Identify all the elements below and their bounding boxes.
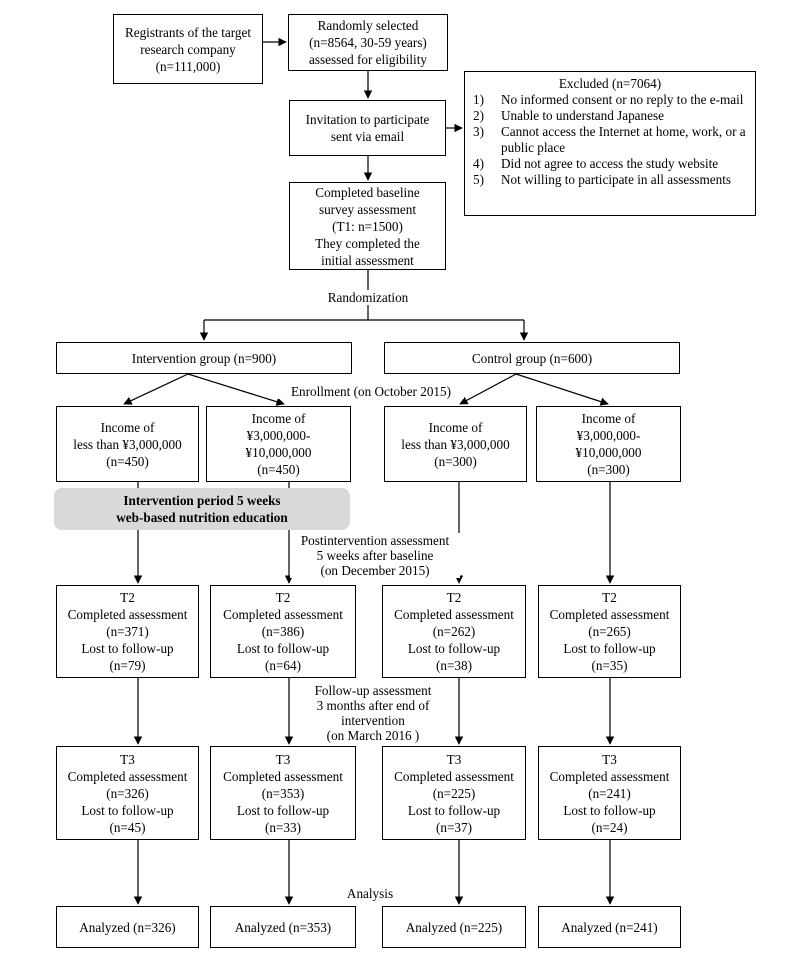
income-box-4: Income of ¥3,000,000- ¥10,000,000 (n=300… [536, 406, 681, 482]
intervention-period-box: Intervention period 5 weeks web-based nu… [54, 488, 350, 530]
t2-box-1: T2 Completed assessment (n=371) Lost to … [56, 585, 199, 678]
excluded-reason: 3)Cannot access the Internet at home, wo… [473, 124, 746, 155]
excluded-reason: 4)Did not agree to access the study webs… [473, 156, 719, 171]
analyzed-box-1: Analyzed (n=326) [56, 906, 199, 948]
income-box-2: Income of ¥3,000,000- ¥10,000,000 (n=450… [206, 406, 351, 482]
t3-box-4: T3 Completed assessment (n=241) Lost to … [538, 746, 681, 840]
randomization-label: Randomization [308, 290, 428, 305]
excluded-reason: 1)No informed consent or no reply to the… [473, 92, 744, 107]
t3-box-2: T3 Completed assessment (n=353) Lost to … [210, 746, 356, 840]
random-selection-box: Randomly selected (n=8564, 30-59 years) … [288, 14, 448, 71]
excluded-reason: 2)Unable to understand Japanese [473, 108, 664, 123]
excluded-title: Excluded (n=7064) [558, 76, 662, 91]
excluded-reasons-list: 1)No informed consent or no reply to the… [473, 92, 747, 188]
arrow-intervention-income2 [187, 373, 285, 406]
income-box-1: Income of less than ¥3,000,000 (n=450) [56, 406, 199, 482]
arrow-control-income3 [459, 373, 517, 405]
t2-box-3: T2 Completed assessment (n=262) Lost to … [382, 585, 526, 678]
registrants-box: Registrants of the target research compa… [113, 14, 263, 84]
followup-assessment-label: Follow-up assessment 3 months after end … [300, 683, 446, 743]
post-assessment-label: Postintervention assessment 5 weeks afte… [290, 533, 460, 578]
intervention-group-box: Intervention group (n=900) [56, 342, 352, 374]
baseline-box: Completed baseline survey assessment (T1… [289, 182, 446, 270]
analyzed-box-2: Analyzed (n=353) [210, 906, 356, 948]
t3-box-1: T3 Completed assessment (n=326) Lost to … [56, 746, 199, 840]
analyzed-box-3: Analyzed (n=225) [382, 906, 526, 948]
enrollment-label: Enrollment (on October 2015) [278, 384, 464, 399]
arrow-control-income4 [515, 373, 609, 406]
arrow-intervention-income1 [123, 373, 189, 405]
income-box-3: Income of less than ¥3,000,000 (n=300) [384, 406, 527, 482]
analyzed-box-4: Analyzed (n=241) [538, 906, 681, 948]
t2-box-2: T2 Completed assessment (n=386) Lost to … [210, 585, 356, 678]
control-group-box: Control group (n=600) [384, 342, 680, 374]
analysis-label: Analysis [320, 886, 420, 901]
excluded-box: Excluded (n=7064) 1)No informed consent … [464, 71, 756, 216]
t3-box-3: T3 Completed assessment (n=225) Lost to … [382, 746, 526, 840]
t2-box-4: T2 Completed assessment (n=265) Lost to … [538, 585, 681, 678]
excluded-reason: 5)Not willing to participate in all asse… [473, 172, 732, 187]
invitation-box: Invitation to participate sent via email [289, 100, 446, 156]
